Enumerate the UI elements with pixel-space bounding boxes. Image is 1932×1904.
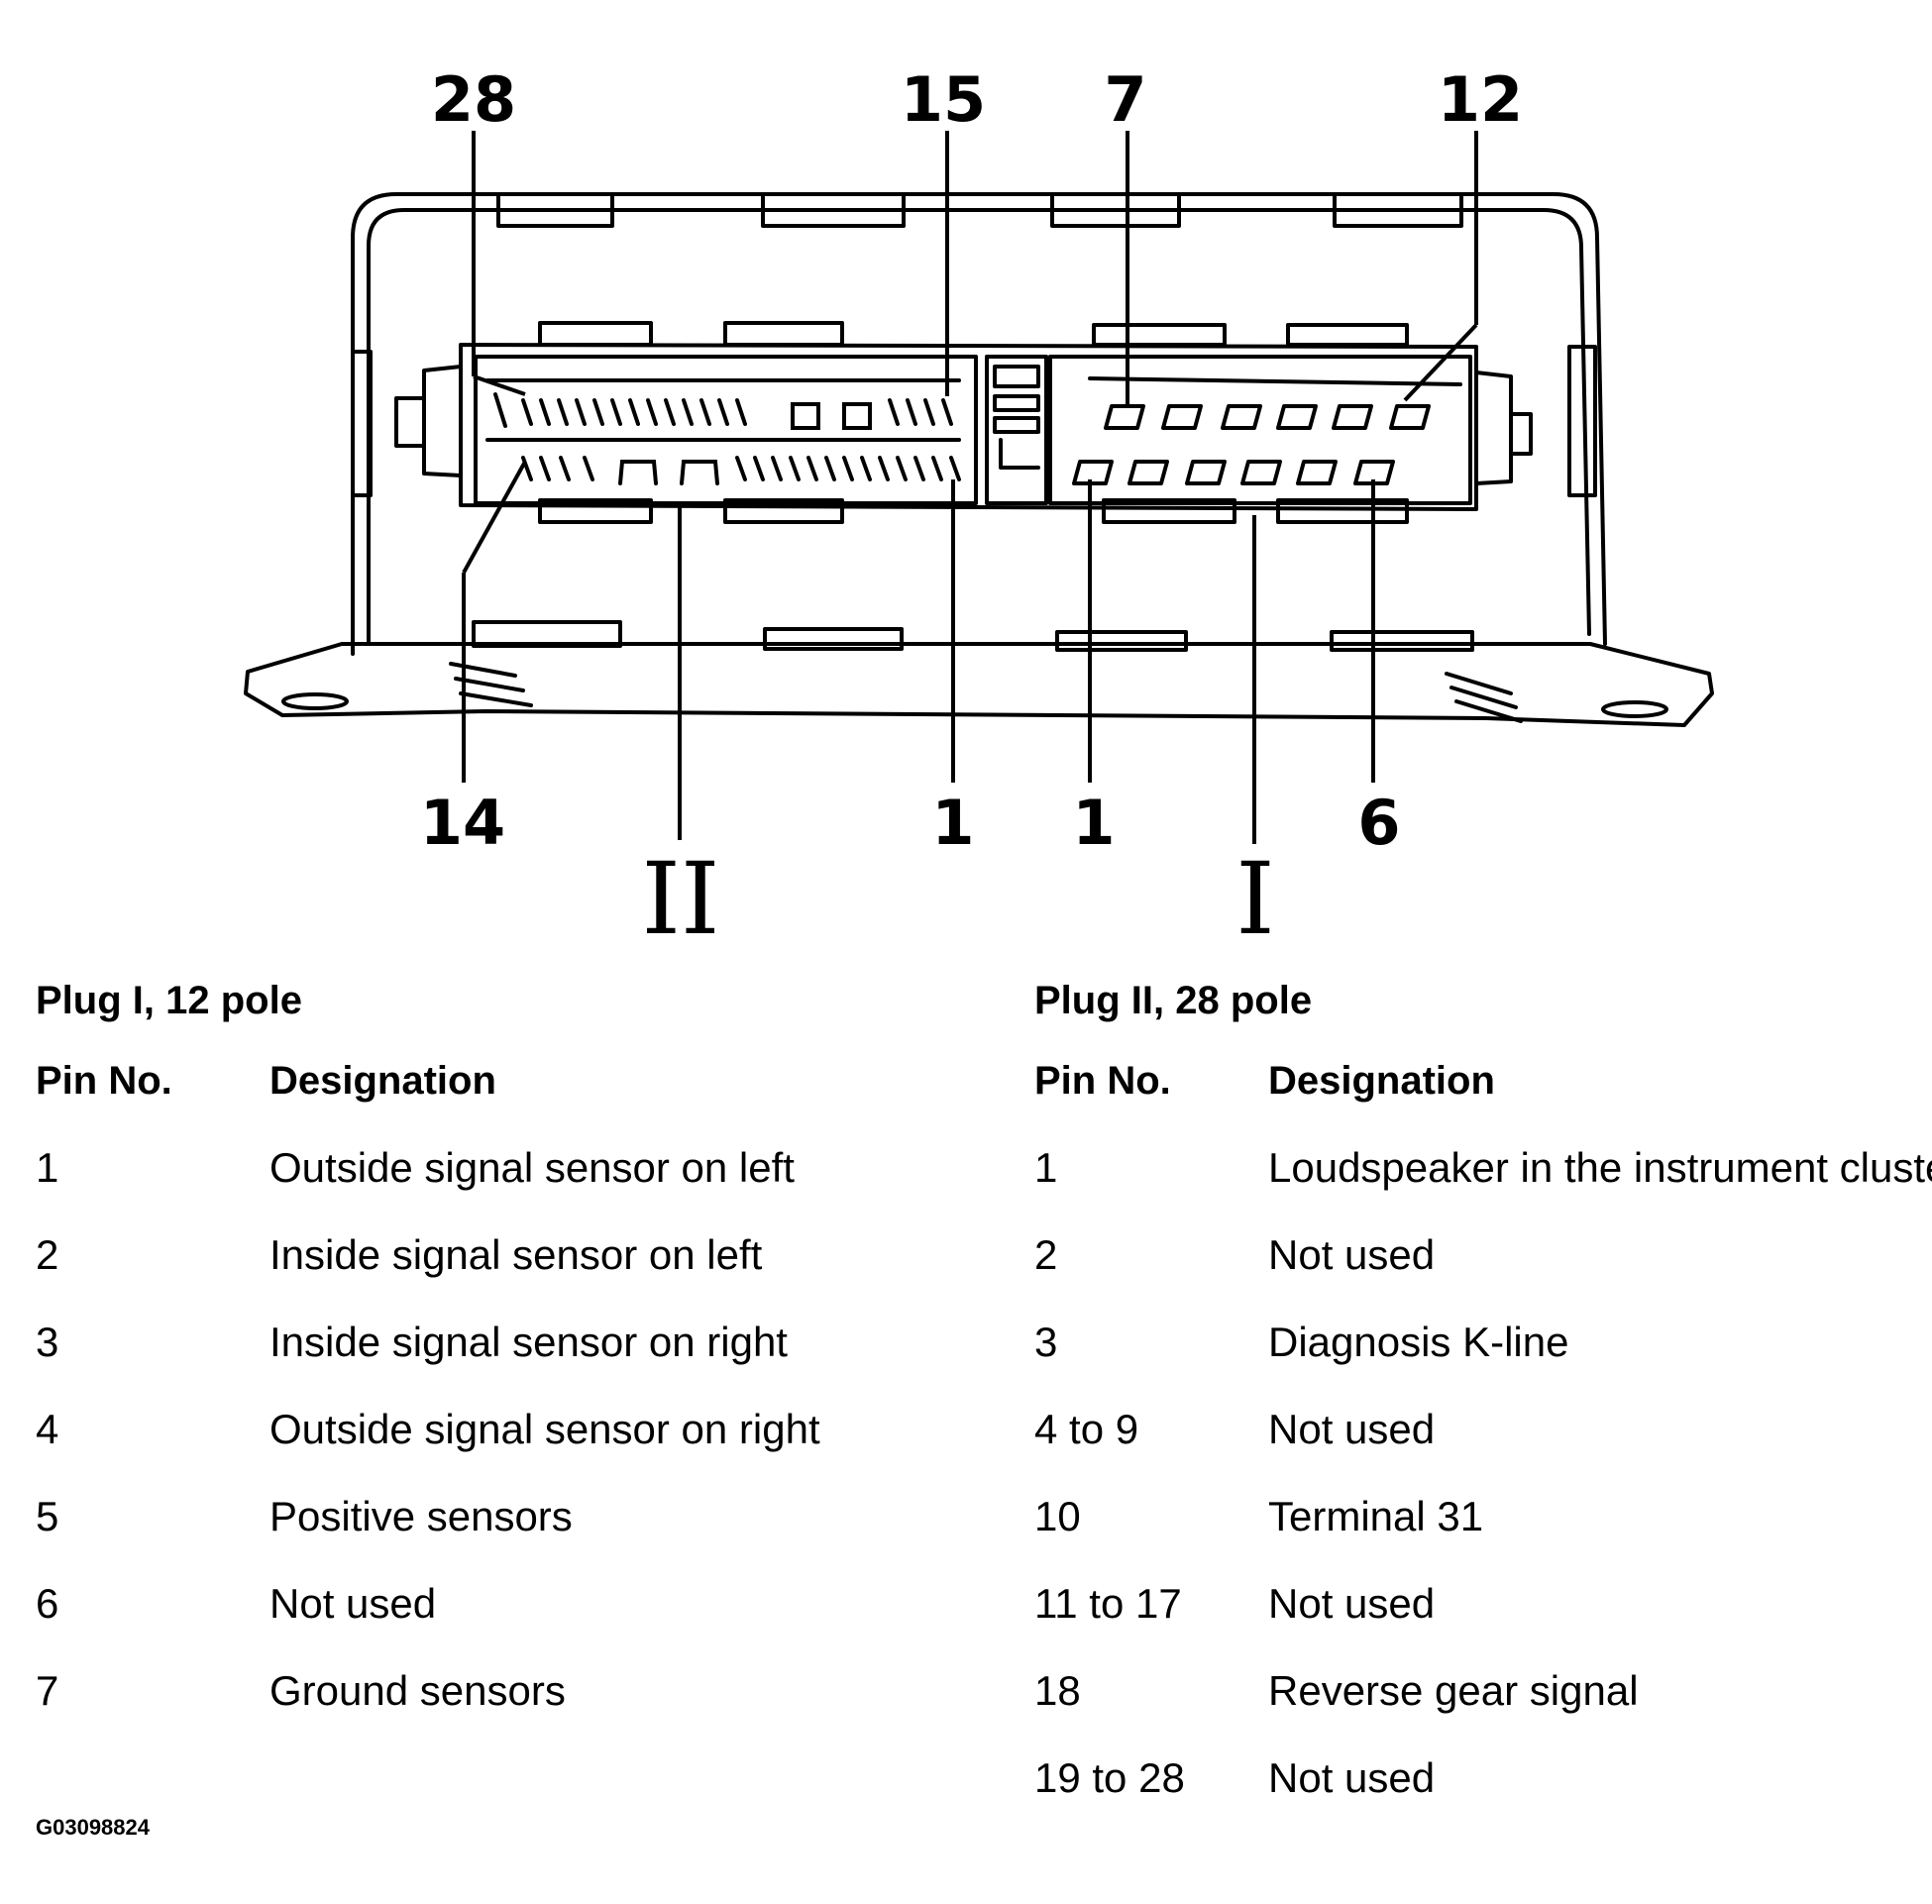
table-row: 2 Not used [1034,1225,1932,1313]
callout-28: 28 [431,63,516,136]
callout-14: 14 [420,787,505,859]
plug-i-pins [1072,404,1431,485]
pin-designation: Inside signal sensor on left [269,1231,763,1278]
table-row: 18 Reverse gear signal [1034,1661,1932,1748]
pin-number: 3 [36,1319,59,1365]
housing-rib [472,620,622,648]
callout-15: 15 [901,63,986,136]
designation-header: Designation [269,1059,496,1103]
figure-id: G03098824 [36,1815,150,1840]
plug-i-title: Plug I, 12 pole [36,979,302,1022]
housing-rib [496,192,614,228]
pin-number: 1 [1034,1144,1058,1191]
pin-designation: Not used [269,1580,437,1627]
pin-designation: Terminal 31 [1268,1493,1484,1539]
pin-number: 2 [36,1231,59,1278]
pin-header: Pin No. [1034,1059,1171,1103]
pin-designation: Not used [1268,1754,1436,1801]
pin-number: 19 to 28 [1034,1754,1185,1801]
housing-rib [761,192,906,228]
pin-number: 4 to 9 [1034,1406,1139,1452]
pin-designation: Outside signal sensor on left [269,1144,795,1191]
table-row: 4 Outside signal sensor on right [36,1400,820,1487]
pin-number: 18 [1034,1667,1081,1714]
leader-lines [462,131,1478,844]
table-row: 11 to 17 Not used [1034,1574,1932,1661]
table-row: 10 Terminal 31 [1034,1487,1932,1574]
pin-number: 2 [1034,1231,1058,1278]
table-row: 3 Inside signal sensor on right [36,1313,820,1400]
pin-designation: Not used [1268,1231,1436,1278]
pin-designation: Outside signal sensor on right [269,1406,820,1452]
table-row: 2 Inside signal sensor on left [36,1225,820,1313]
callout-1-plug-i: 1 [1072,787,1115,859]
mounting-flange [244,642,1714,727]
pin-number: 11 to 17 [1034,1580,1182,1627]
plug-i-housing [1048,355,1472,505]
pin-number: 6 [36,1580,59,1627]
pin-designation: Reverse gear signal [1268,1667,1639,1714]
plug-i-header: Pin No. Designation [36,1051,820,1111]
mounting-hole-right [1601,700,1668,718]
plug-ii-pins [493,392,961,485]
housing-rib [1055,630,1188,652]
pin-designation: Inside signal sensor on right [269,1319,788,1365]
pin-number: 7 [36,1667,59,1714]
callout-1-plug-ii: 1 [931,787,974,859]
plug-ii-marker: II [641,841,719,951]
callout-7: 7 [1104,63,1146,136]
table-row: 5 Positive sensors [36,1487,820,1574]
plug-i-marker: I [1235,841,1275,951]
pin-designation: Diagnosis K-line [1268,1319,1569,1365]
housing-rib [763,627,904,651]
table-row: 19 to 28 Not used [1034,1748,1932,1836]
designation-header: Designation [1268,1059,1495,1103]
table-row: 3 Diagnosis K-line [1034,1313,1932,1400]
pin-number: 1 [36,1144,59,1191]
table-row: 7 Ground sensors [36,1661,820,1748]
pin-number: 4 [36,1406,59,1452]
callout-6: 6 [1357,787,1400,859]
pin-designation: Positive sensors [269,1493,573,1539]
housing-rib [1330,630,1474,652]
plug-ii-table: Plug II, 28 pole Pin No. Designation 1 Lo… [1034,976,1932,1836]
plug-ii-title: Plug II, 28 pole [1034,979,1313,1022]
pin-header: Pin No. [36,1059,172,1103]
table-row: 1 Outside signal sensor on left [36,1138,820,1225]
housing-rib [1333,192,1463,228]
pin-designation: Loudspeaker in the instrument cluster [1268,1144,1932,1191]
control-module-diagram: 28 15 7 12 14 1 1 6 II I [244,63,1714,951]
pin-designation: Not used [1268,1580,1436,1627]
housing-rib [1050,192,1181,228]
pin-number: 10 [1034,1493,1081,1539]
plug-ii-header: Pin No. Designation [1034,1051,1932,1111]
pin-number: 5 [36,1493,59,1539]
connector-body [459,343,1478,511]
pin-designation: Not used [1268,1406,1436,1452]
housing [351,192,1607,656]
mounting-hole-left [281,692,349,710]
table-row: 1 Loudspeaker in the instrument cluster [1034,1138,1932,1225]
plug-ii-housing [474,355,978,505]
table-row: 4 to 9 Not used [1034,1400,1932,1487]
callout-12: 12 [1438,63,1523,136]
pin-designation: Ground sensors [269,1667,566,1714]
table-row: 6 Not used [36,1574,820,1661]
housing-side-tab [351,350,373,497]
housing-side-tab [1567,345,1597,497]
pin-number: 3 [1034,1319,1058,1365]
